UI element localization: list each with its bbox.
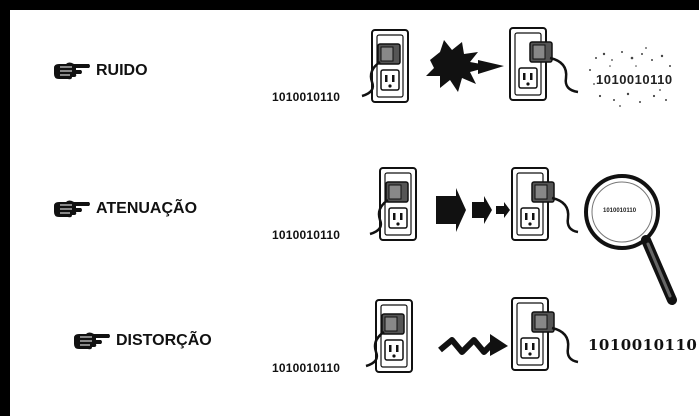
explosion-icon: [426, 40, 504, 92]
pointing-hand-icon: [54, 62, 90, 80]
output-bits-ruido: 1010010110: [596, 72, 673, 87]
row-label-distorcao: DISTORÇÃO: [72, 330, 212, 352]
label-text: DISTORÇÃO: [116, 332, 212, 349]
outlet-source-atenuacao: [369, 167, 417, 241]
pointing-hand-icon: [54, 200, 90, 218]
input-bits-distorcao: 1010010110: [272, 361, 341, 375]
label-text: ATENUAÇÃO: [96, 200, 198, 217]
row-label-ruido: RUIDO: [52, 60, 148, 82]
row-label-atenuacao: ATENUAÇÃO: [52, 198, 197, 220]
outlet-dest-atenuacao: [511, 167, 579, 241]
label-text: RUIDO: [96, 62, 148, 79]
outlet-source-distorcao: [365, 299, 413, 373]
plug-icon: [385, 181, 409, 203]
output-bits-atenuacao: 1010010110: [603, 208, 637, 214]
plug-icon: [381, 313, 405, 335]
outlet-source-ruido: [361, 29, 409, 103]
plug-icon: [529, 41, 553, 63]
magnifying-glass-icon: [584, 174, 677, 305]
pointing-hand-icon: [74, 332, 110, 350]
plug-icon: [377, 43, 401, 65]
input-bits-ruido: 1010010110: [272, 90, 341, 104]
plug-icon: [531, 311, 555, 333]
output-bits-distorcao: 1010010110: [588, 336, 698, 354]
noise-speckle: [589, 47, 671, 107]
shrinking-arrow-icon: [436, 188, 510, 232]
input-bits-atenuacao: 1010010110: [272, 228, 341, 242]
zigzag-arrow-icon: [438, 334, 508, 356]
outlet-dest-ruido: [509, 27, 579, 101]
plug-icon: [531, 181, 555, 203]
outlet-dest-distorcao: [511, 297, 579, 371]
